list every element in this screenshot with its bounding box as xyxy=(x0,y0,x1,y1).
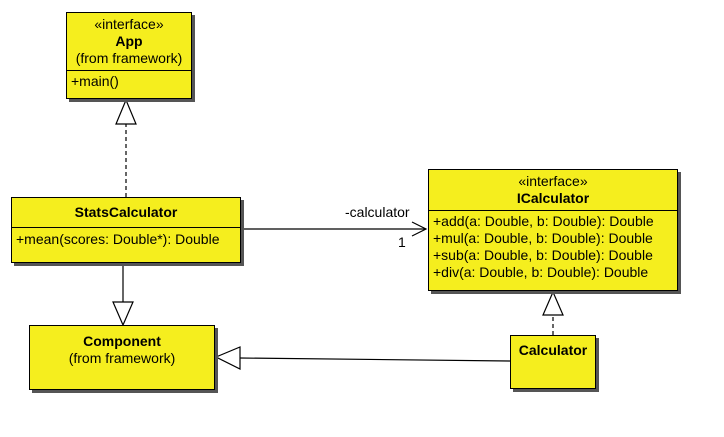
association-multiplicity-label: 1 xyxy=(398,234,406,250)
class-icalculator-stereotype: «interface» xyxy=(518,173,588,189)
class-statscalculator[interactable]: StatsCalculator +mean(scores: Double*): … xyxy=(11,197,241,263)
class-component[interactable]: Component (from framework) xyxy=(29,325,215,390)
association-stats-icalc-arrowhead xyxy=(411,221,428,237)
class-calculator-name: Calculator xyxy=(518,342,588,358)
class-component-package: (from framework) xyxy=(68,350,176,366)
class-icalculator-header: «interface» ICalculator xyxy=(429,170,677,211)
operation: +add(a: Double, b: Double): Double xyxy=(433,213,654,229)
class-component-header: Component (from framework) xyxy=(30,326,214,370)
class-statscalculator-operations: +mean(scores: Double*): Double xyxy=(12,228,240,250)
generalization-stats-component-arrowhead xyxy=(112,301,134,327)
generalization-calculator-component-arrowhead xyxy=(214,346,241,370)
class-calculator-header: Calculator xyxy=(511,336,595,362)
operation: +sub(a: Double, b: Double): Double xyxy=(433,247,653,263)
class-app-name: App xyxy=(115,33,143,49)
operation: +div(a: Double, b: Double): Double xyxy=(433,264,649,280)
class-component-name: Component xyxy=(83,333,161,349)
class-app-header: «interface» App (from framework) xyxy=(67,13,191,71)
class-statscalculator-header: StatsCalculator xyxy=(12,198,240,228)
class-icalculator-name: ICalculator xyxy=(516,190,590,206)
class-icalculator-operations: +add(a: Double, b: Double): Double +mul(… xyxy=(429,211,677,283)
association-role-label: -calculator xyxy=(345,204,410,220)
class-app-operations: +main() xyxy=(67,71,191,92)
class-app[interactable]: «interface» App (from framework) +main() xyxy=(66,12,192,99)
class-app-stereotype: «interface» xyxy=(94,16,164,32)
class-app-package: (from framework) xyxy=(75,50,183,66)
realization-stats-app-arrowhead xyxy=(115,98,137,125)
class-statscalculator-name: StatsCalculator xyxy=(74,204,178,220)
generalization-calculator-component-line xyxy=(239,357,511,362)
class-calculator[interactable]: Calculator xyxy=(510,335,596,389)
operation: +main() xyxy=(71,73,119,89)
operation: +mean(scores: Double*): Double xyxy=(16,231,220,247)
operation: +mul(a: Double, b: Double): Double xyxy=(433,230,653,246)
class-icalculator[interactable]: «interface» ICalculator +add(a: Double, … xyxy=(428,169,678,291)
realization-calculator-icalc-arrowhead xyxy=(542,290,564,316)
